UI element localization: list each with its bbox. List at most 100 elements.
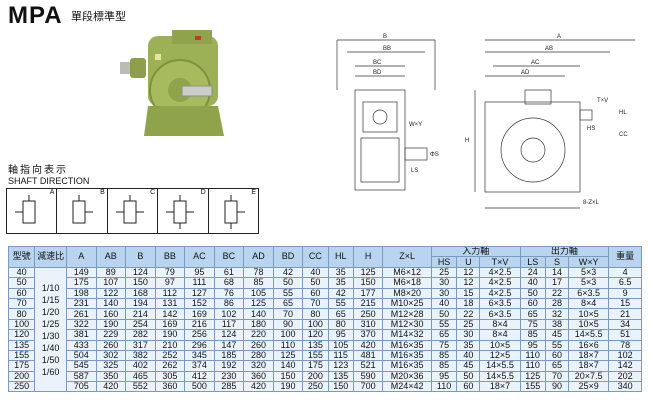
table-cell: 120 [7,329,36,341]
table-cell: 32 [544,308,570,320]
table-cell: 6×3.5 [479,297,521,310]
table-cell: M16×35 [382,349,432,362]
table-cell: 420 [95,381,127,393]
table-cell: 51 [608,329,642,341]
model-subtitle: 單段標準型 [71,11,127,23]
header-tv: T×V [479,256,521,268]
table-cell: 18 [456,297,481,310]
table-cell: 105 [327,339,354,351]
direction-box-c: C [106,188,159,234]
table-cell: 55 [430,318,458,331]
dim-label-bd: BD [373,70,382,76]
table-cell: 105 [243,287,274,299]
table-cell: 90 [544,381,570,393]
shaft-direction-heading: 軸指向表示 SHAFT DIRECTION [8,166,89,187]
direction-label-a: A [49,189,55,196]
dim-label-bc: BC [373,60,382,66]
table-cell: 160 [95,308,127,320]
direction-label-c: C [150,189,156,196]
header-weight: 重量 [608,246,642,268]
ratio-value: 1/10 [41,282,60,293]
table-cell: 55 [544,339,570,351]
table-cell: 6×3.5 [479,308,521,320]
table-cell: 296 [184,339,215,351]
header-bd: BD [272,246,304,268]
table-cell: 177 [352,287,384,299]
table-cell: 175 [7,360,36,372]
table-cell: M8×20 [382,287,432,299]
table-cell: 16×6 [568,339,610,351]
table-cell: 15 [608,297,642,310]
table-cell: 4×2.5 [479,266,521,279]
table-cell: M12×30 [382,318,432,331]
table-cell: M16×35 [382,339,432,351]
table-cell: M14×32 [382,329,432,341]
table-cell: M6×18 [382,277,432,289]
table-cell: 75 [430,339,458,351]
header-hs: HS [430,256,458,268]
table-cell: 8×4 [479,318,521,331]
table-cell: 95 [519,339,546,351]
table-cell: 122 [95,287,127,299]
table-cell: 10×5 [568,308,610,320]
table-cell: 185 [213,349,245,362]
table-cell: 202 [608,370,642,383]
table-cell: 100 [302,318,329,331]
ratio-value: 1/25 [41,318,60,329]
table-cell: 22 [544,287,570,299]
page-title: MPA 單段標準型 [8,2,126,30]
table-cell: 125 [243,297,274,310]
table-cell: 110 [519,360,546,372]
table-cell: 25 [430,266,458,279]
table-cell: 552 [125,381,156,393]
shaft-b-icon [72,195,94,224]
header-cc: CC [302,246,329,268]
table-cell: 302 [95,349,127,362]
table-cell: 85 [519,329,546,341]
table-cell: 521 [352,360,384,372]
table-cell: 4×2.5 [479,277,521,289]
table-cell: 115 [327,349,354,362]
table-cell: 70 [7,297,36,310]
table-cell: 215 [352,297,384,310]
table-cell: 102 [608,349,642,362]
table-cell: 125 [272,349,304,362]
table-cell: 700 [352,381,384,393]
table-cell: 50 [430,308,458,320]
table-cell: 260 [243,339,274,351]
dim-label-a: A [557,34,561,40]
table-cell: 100 [272,329,304,341]
table-cell: 25×9 [568,381,610,393]
table-cell: 252 [154,349,186,362]
table-cell: 150 [125,277,156,289]
table-cell: 80 [327,318,354,331]
dim-label-zl: 8-Z×L [583,200,600,206]
table-cell: 285 [213,381,245,393]
table-cell: 8×4 [479,329,521,341]
dim-label-ac: AC [531,60,540,66]
table-cell: 110 [519,349,546,362]
header-ratio: 減速比 [34,246,67,268]
table-cell: 317 [125,339,156,351]
table-cell: 198 [66,287,97,299]
table-cell: 12 [456,277,481,289]
table-cell: 500 [184,381,215,393]
table-cell: 135 [327,370,354,383]
table-cell: 322 [66,318,97,331]
table-cell: 254 [125,318,156,331]
table-cell: 14 [544,266,570,279]
table-cell: 95 [184,266,215,279]
table-cell: 412 [184,370,215,383]
header-ad: AD [243,246,274,268]
table-cell: 190 [272,381,304,393]
table-cell: 34 [608,318,642,331]
table-cell: 230 [213,370,245,383]
table-cell: 261 [66,308,97,320]
table-cell: 61 [213,266,245,279]
table-cell: 14×5.5 [479,370,521,383]
table-cell: 95 [430,370,458,383]
